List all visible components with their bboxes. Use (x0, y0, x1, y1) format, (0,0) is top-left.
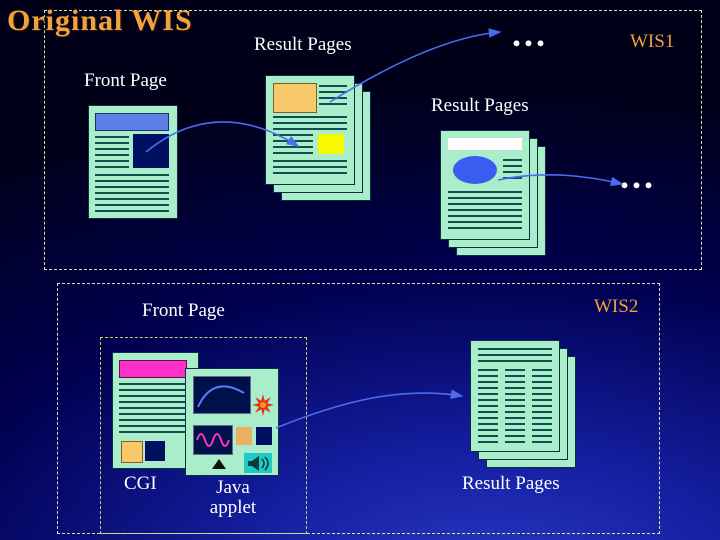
waveform-icon (196, 433, 230, 447)
wis2-region (57, 283, 660, 534)
java-applet-label-line2: applet (209, 496, 257, 518)
image-placeholder (273, 83, 317, 113)
cgi-label: CGI (124, 473, 157, 494)
header-box (448, 138, 522, 150)
highlight-box (318, 134, 344, 154)
image-placeholder (256, 427, 272, 445)
curve-graph-icon (197, 385, 245, 408)
image-placeholder (145, 441, 165, 461)
banner-bar (119, 360, 187, 378)
wis2-label: WIS2 (594, 296, 639, 317)
chart-panel (193, 376, 251, 414)
wis1-front-page-label: Front Page (84, 70, 167, 91)
slide-title: Original WIS (7, 4, 193, 37)
page-front (470, 340, 560, 452)
image-placeholder (236, 427, 252, 445)
ellipsis-right: ... (620, 156, 656, 196)
text-lines (119, 383, 189, 435)
image-placeholder (121, 441, 143, 463)
text-lines (273, 116, 347, 130)
wis2-front-page-icon (112, 352, 199, 469)
speaker-icon (248, 456, 269, 471)
wis2-result-pages-label: Result Pages (462, 473, 560, 494)
banner-bar (95, 113, 169, 131)
text-lines (503, 159, 522, 183)
text-lines (273, 160, 347, 178)
wis1-region (44, 10, 702, 270)
wis2-front-page-label: Front Page (142, 300, 225, 321)
ellipsis-top: ... (512, 14, 548, 54)
java-applet-label: Java applet (196, 478, 270, 518)
oval-image-placeholder (453, 156, 497, 184)
page-front (265, 75, 355, 185)
wis1-result-pages-label-top: Result Pages (254, 34, 352, 55)
wis1-label: WIS1 (630, 31, 675, 52)
image-placeholder (133, 134, 169, 168)
wis1-result-pages-label-mid: Result Pages (431, 95, 529, 116)
wis1-front-page-icon (88, 105, 178, 219)
java-applet-page-icon (185, 368, 279, 476)
page-front (440, 130, 530, 240)
triangle-icon (212, 459, 226, 469)
text-lines (448, 191, 522, 233)
text-lines (95, 174, 169, 212)
table-column-lines (532, 369, 552, 443)
table-column-lines (505, 369, 525, 443)
star-burst-icon (252, 394, 274, 416)
speaker-button (244, 453, 272, 473)
text-lines (478, 348, 552, 362)
text-lines (95, 136, 129, 168)
wave-panel (193, 425, 233, 455)
text-lines (319, 85, 347, 109)
cgi-applet-region (100, 337, 307, 534)
java-applet-label-line1: Java (216, 477, 250, 498)
text-lines (273, 134, 313, 154)
table-column-lines (478, 369, 498, 443)
